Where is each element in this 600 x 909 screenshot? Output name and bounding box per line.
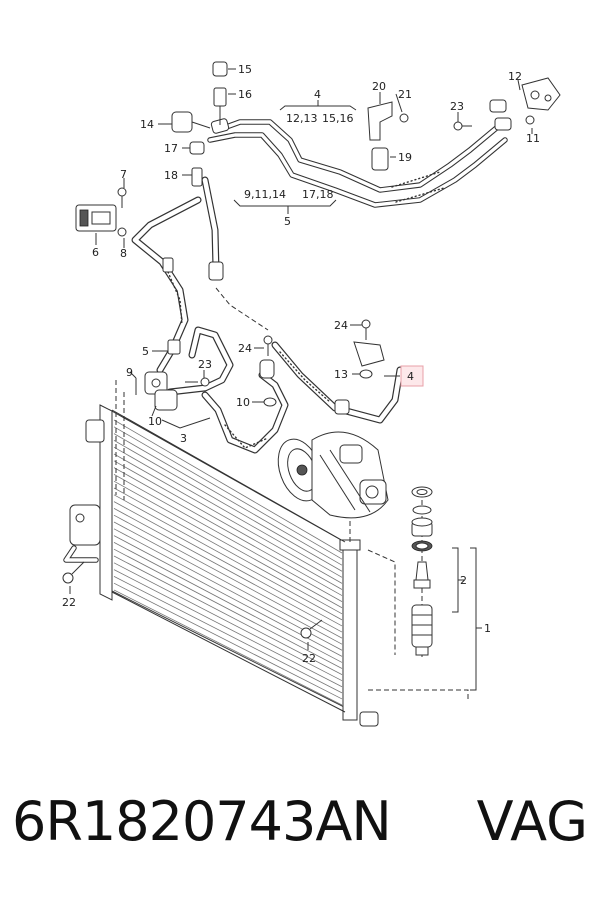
refrigerant-line-lower (144, 326, 289, 454)
condenser-fin (113, 426, 343, 560)
ac-compressor (277, 431, 389, 519)
callout-1: 1 (484, 622, 491, 635)
condenser-fin (113, 460, 343, 590)
condenser-fin (113, 576, 343, 694)
condenser-fin (113, 433, 343, 566)
callout-22-right: 22 (302, 652, 316, 665)
condenser-fin (113, 582, 343, 700)
condenser-fin (113, 474, 343, 602)
highlight-box (400, 365, 424, 387)
callout-10-left: 10 (148, 415, 162, 428)
callout-17: 17 (164, 142, 178, 155)
condenser (63, 404, 379, 727)
brand-name: VAG (476, 790, 588, 853)
ac-system-exploded-diagram: 15 16 4 12,13 15,16 14 17 18 7 6 8 20 21… (62, 61, 561, 727)
callout-5-top: 5 (284, 215, 291, 228)
callout-23-top: 23 (450, 100, 464, 113)
receiver-dryer-parts (411, 486, 433, 656)
condenser-fin (113, 555, 343, 675)
condenser-fin (113, 542, 343, 663)
callout-9: 9 (126, 366, 133, 379)
condenser-fin (113, 419, 343, 554)
callout-group-4a: 12,13 (286, 112, 318, 125)
small-parts (62, 61, 561, 639)
callout-24-right: 24 (334, 319, 348, 332)
callout-4-top: 4 (314, 88, 321, 101)
condenser-fin (113, 467, 343, 596)
refrigerant-line-upper (207, 99, 512, 208)
callout-22-left: 22 (62, 596, 76, 609)
callout-23-lower: 23 (198, 358, 212, 371)
condenser-fin (113, 494, 343, 621)
callout-2: 2 (460, 574, 467, 587)
callout-4-highlighted: 4 (407, 370, 414, 383)
callout-21: 21 (398, 88, 412, 101)
callout-8: 8 (120, 247, 127, 260)
condenser-fin (113, 487, 343, 615)
condenser-fin (113, 562, 343, 682)
footer: 6R1820743AN VAG (0, 790, 600, 890)
callout-7: 7 (120, 168, 127, 181)
condenser-fin (113, 453, 343, 584)
condenser-fin (113, 548, 343, 669)
callout-20: 20 (372, 80, 386, 93)
callout-12: 12 (508, 70, 522, 83)
callout-group-5b: 17,18 (302, 188, 334, 201)
callout-24-left: 24 (238, 342, 252, 355)
callout-11: 11 (526, 132, 540, 145)
callout-19: 19 (398, 151, 412, 164)
callout-14: 14 (140, 118, 154, 131)
condenser-fin (113, 440, 343, 572)
callout-18: 18 (164, 169, 178, 182)
condenser-fin (113, 501, 343, 627)
callout-16: 16 (238, 88, 252, 101)
callout-13: 13 (334, 368, 348, 381)
callout-5-left: 5 (142, 345, 149, 358)
refrigerant-line-left (131, 196, 202, 374)
condenser-fin (113, 480, 343, 609)
callout-3: 3 (180, 432, 187, 445)
callout-labels: 15 16 4 12,13 15,16 14 17 18 7 6 8 20 21… (62, 63, 540, 665)
callout-group-4b: 15,16 (322, 112, 354, 125)
condenser-fin (113, 514, 343, 639)
callout-15: 15 (238, 63, 252, 76)
leader-lines (69, 68, 533, 650)
callout-10-right: 10 (236, 396, 250, 409)
condenser-fin (113, 446, 343, 578)
part-number: 6R1820743AN (12, 790, 392, 853)
condenser-fins (113, 419, 343, 706)
callout-group-5a: 9,11,14 (244, 188, 286, 201)
condenser-fin (113, 521, 343, 645)
refrigerant-line-center (201, 176, 404, 424)
condenser-fin (113, 508, 343, 633)
condenser-fin (113, 569, 343, 688)
condenser-fin (113, 589, 343, 706)
callout-6: 6 (92, 246, 99, 259)
